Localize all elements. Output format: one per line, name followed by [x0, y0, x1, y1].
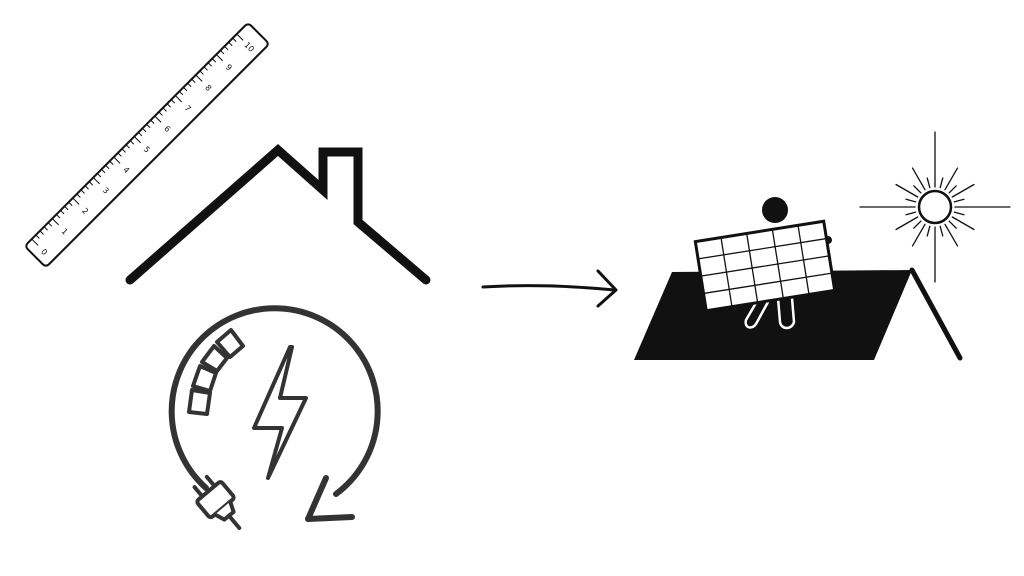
sun-ray [913, 185, 922, 194]
ruler-number: 6 [162, 124, 172, 134]
ruler-tick [203, 66, 208, 71]
ruler-tick [199, 70, 204, 75]
ruler-number: 3 [101, 186, 111, 196]
ruler-number: 1 [60, 227, 70, 237]
ruler-tick [207, 62, 212, 67]
sun-ray [895, 183, 919, 198]
ruler-tick [55, 214, 61, 219]
ruler-tick [97, 173, 102, 178]
ruler-tick [31, 238, 39, 246]
ruler-tick [133, 136, 141, 144]
ruler-tick [158, 111, 163, 116]
ruler-tick [68, 201, 73, 207]
sun-ray [939, 225, 944, 237]
ruler-number: 2 [80, 206, 90, 216]
house-roof-icon [125, 143, 431, 285]
ruler-tick [191, 78, 196, 83]
ruler-number: 9 [224, 63, 234, 73]
ruler-tick [35, 234, 40, 239]
ruler-tick [154, 115, 162, 123]
panel-cell-line [697, 237, 827, 260]
sun-ray [911, 223, 926, 247]
circular-arrow-icon [168, 305, 381, 497]
ruler-tick [170, 99, 176, 104]
sun-ray [951, 183, 975, 198]
sun-ray [911, 167, 926, 191]
ruler-tick [121, 148, 126, 153]
ruler-tick [113, 156, 121, 164]
ruler-number: 5 [142, 145, 152, 155]
ruler-tick [80, 189, 85, 194]
ruler-tick [232, 37, 237, 42]
ruler-tick [228, 41, 233, 47]
ruler-tick [187, 82, 192, 88]
ruler-tick [51, 218, 59, 226]
sun-ray [905, 211, 917, 216]
ruler-tick [43, 226, 48, 231]
ruler-tick [47, 222, 53, 227]
sun-ray [895, 216, 919, 231]
ruler-tick [211, 58, 217, 63]
sun-ray [944, 167, 959, 191]
energy-cycle-icon [168, 305, 381, 530]
ruler-tick [220, 50, 225, 55]
ruler-tick [183, 86, 188, 92]
sun-ray [926, 225, 931, 237]
ruler-tick [224, 45, 229, 51]
ruler-tick [236, 33, 244, 41]
ruler-number: 0 [39, 247, 49, 257]
solar-installation-icon [634, 131, 1011, 361]
ruler-tick [195, 74, 203, 82]
arrow-right-icon [481, 269, 618, 308]
ruler-tick [150, 119, 155, 124]
ruler-tick [129, 140, 135, 145]
roof-edge-icon [909, 267, 963, 361]
ruler-tick [84, 185, 89, 190]
sun-ray [953, 211, 965, 216]
sun-ray [939, 177, 944, 189]
sun-icon [859, 131, 1011, 283]
meter-gauge-icon [187, 328, 245, 416]
solar-panel-icon [693, 219, 837, 313]
ruler-tick [215, 54, 224, 62]
ruler-tick [117, 152, 122, 157]
ruler-tick [125, 144, 130, 149]
ruler-tick [39, 230, 44, 235]
sun-ray [905, 198, 917, 203]
ruler-number: 4 [121, 165, 131, 175]
sun-ray [913, 220, 922, 229]
ruler-number: 7 [183, 104, 193, 114]
panel-cell-line [700, 255, 830, 277]
ruler-tick [166, 103, 171, 108]
ruler-tick [162, 107, 167, 112]
ruler-tick [138, 132, 143, 137]
ruler-tick [142, 127, 147, 133]
sun-ray [953, 198, 965, 203]
ruler-tick [146, 123, 151, 129]
sun-ray [948, 185, 957, 194]
ruler-tick [109, 160, 114, 166]
ruler-tick [76, 193, 81, 198]
sun-ray [948, 220, 957, 229]
ruler-tick [174, 95, 183, 103]
ruler-tick [88, 181, 94, 186]
ruler-tick [105, 164, 110, 170]
plug-icon [192, 474, 242, 530]
ruler-tick [60, 209, 65, 215]
sun-ray [926, 177, 931, 189]
ruler-number: 8 [203, 83, 213, 93]
sun-ray [944, 223, 959, 247]
ruler-tick [72, 197, 80, 205]
panel-cell-line [703, 272, 833, 295]
ruler-tick [64, 205, 69, 211]
sun-ray [951, 216, 975, 231]
lightning-bolt-icon [252, 345, 308, 480]
ruler-tick [92, 177, 100, 185]
arrowhead-icon [305, 475, 355, 522]
ruler-tick [101, 168, 106, 174]
ruler-tick [179, 91, 184, 96]
